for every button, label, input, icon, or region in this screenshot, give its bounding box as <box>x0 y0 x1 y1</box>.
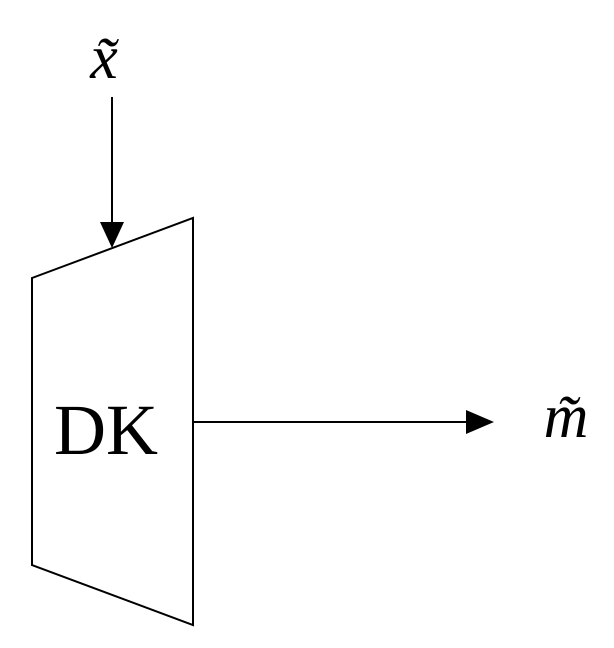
input-label: x̃ <box>89 24 119 92</box>
output-arrowhead <box>466 410 494 434</box>
output-label: m̃ <box>544 383 589 451</box>
input-arrowhead <box>100 222 124 248</box>
dk-block-label: DK <box>54 390 158 470</box>
dk-block <box>31 216 194 627</box>
